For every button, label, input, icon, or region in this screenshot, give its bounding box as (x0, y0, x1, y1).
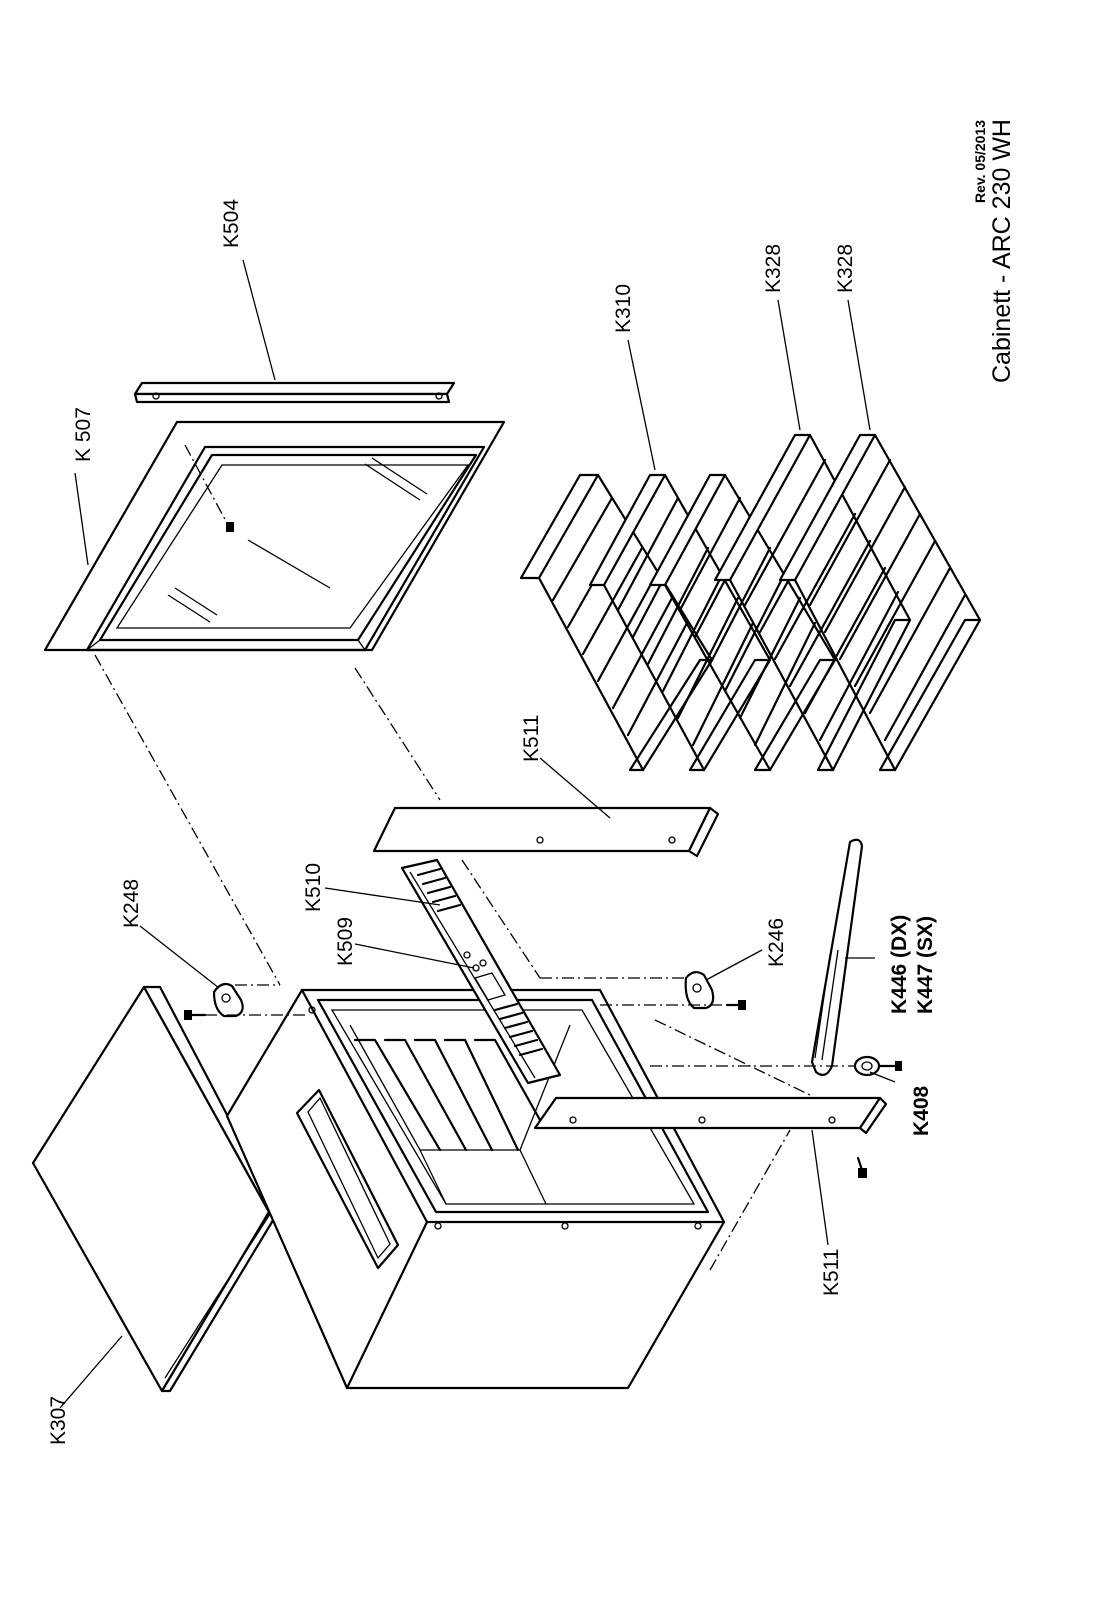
leader-lines (59, 259, 896, 1409)
vent-grille (416, 867, 544, 1057)
wine-rack-k310-c (648, 473, 837, 772)
wine-rack-k328-b (778, 433, 982, 772)
cabinet-body-part (225, 988, 726, 1390)
door-screw (184, 444, 234, 532)
label-k246: K246 (765, 918, 788, 967)
label-k511-top: K511 (520, 715, 543, 763)
top-trim-part (133, 381, 456, 404)
label-k447: K447 (SX) (914, 916, 937, 1014)
rail-screw (856, 1156, 867, 1178)
top-panel-part (31, 985, 280, 1393)
wine-rack-k310-a (519, 473, 714, 772)
assembly-guide-lines (94, 654, 855, 1271)
label-k509: K509 (334, 917, 357, 966)
revision-label: Rev. 05/2013 (972, 120, 988, 203)
hinge-screw (184, 1010, 207, 1020)
bottom-hinge-part (684, 971, 746, 1010)
lower-door-rail-part (533, 1096, 888, 1178)
upper-door-rail-part (372, 806, 720, 858)
hinge-screw (725, 1000, 746, 1010)
glass-door-part (43, 420, 506, 652)
label-k446: K446 (DX) (888, 915, 911, 1014)
label-k504: K504 (220, 199, 243, 248)
display-window (463, 951, 506, 1001)
label-k511-bottom: K511 (820, 1249, 843, 1297)
label-k507: K 507 (72, 407, 95, 462)
rack-slats (743, 458, 900, 742)
part-labels: K307 K248 K510 K509 K511 K246 K446 (DX) … (47, 199, 937, 1445)
drawing-title: Cabinett - ARC 230 WH (988, 119, 1016, 383)
control-panel-part (400, 858, 562, 1085)
label-k328-a: K328 (762, 244, 785, 293)
label-k510: K510 (302, 863, 325, 912)
label-k248: K248 (120, 879, 143, 928)
wine-rack-k328-a (713, 433, 912, 772)
glass-reflection (167, 457, 428, 623)
wine-rack-k310-b (588, 473, 772, 772)
top-hinge-part (184, 982, 244, 1020)
rack-slats (808, 458, 967, 742)
label-k328-b: K328 (834, 244, 857, 293)
door-handle-part (810, 838, 864, 1076)
interior-shelf-rails (353, 1038, 542, 1152)
label-k408: K408 (910, 1085, 933, 1136)
label-k310: K310 (612, 284, 635, 333)
label-k307: K307 (47, 1396, 70, 1445)
adjustable-foot-part (853, 1055, 902, 1077)
